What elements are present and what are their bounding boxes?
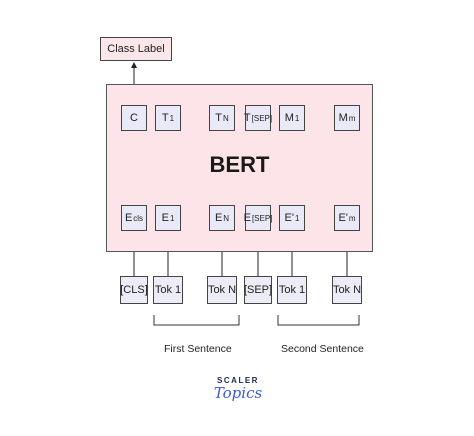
output-token-box-main: M [338,112,348,124]
class-label-box: Class Label [100,37,172,61]
output-token-box: T[SEP] [243,105,273,131]
embedding-box-subscript: N [223,213,230,223]
input-token-label: Tok 1 [154,284,182,296]
input-token-box: Tok 1 [277,276,307,304]
output-token-box-main: C [130,112,138,124]
input-token-box: Tok N [207,276,237,304]
output-token-box-subscript: N [222,113,229,123]
embedding-box-main: E [243,212,251,224]
output-token-box-subscript: m [348,113,356,123]
embedding-box-main: E [214,212,223,224]
input-token-box: Tok 1 [153,276,183,304]
input-token-label: [SEP] [243,284,273,296]
embedding-box-subscript: 1 [294,213,300,223]
first-sentence-label: First Sentence [164,343,232,355]
embedding-box-subscript: 1 [169,213,175,223]
input-token-label: [CLS] [120,284,148,296]
input-token-label: Tok N [332,284,362,296]
embedding-box-main: E [124,212,133,224]
input-token-box: [SEP] [244,276,272,304]
embedding-box: E'm [334,205,360,231]
output-token-box-main: T [243,112,251,124]
embedding-box: E[SEP] [243,205,273,231]
input-token-label: Tok 1 [278,284,306,296]
embedding-box-main: E' [284,212,294,224]
embedding-box-subscript: cls [133,213,144,223]
output-token-box: C [121,105,147,131]
bert-block [106,84,373,252]
output-token-box-subscript: [SEP] [251,113,273,123]
input-token-label: Tok N [207,284,237,296]
bert-title: BERT [209,152,270,177]
first-sentence-bracket [153,315,240,326]
embedding-box-subscript: m [348,213,356,223]
output-token-box-main: T [215,112,222,124]
input-token-box: [CLS] [120,276,148,304]
input-token-box: Tok N [332,276,362,304]
class-label-text: Class Label [107,43,165,55]
second-sentence-label: Second Sentence [281,343,364,355]
output-token-box-subscript: 1 [294,113,300,123]
embedding-box-main: E' [338,212,348,224]
logo-scaler: SCALER [217,376,259,385]
second-sentence-bracket [277,315,360,326]
embedding-box-main: E [161,212,169,224]
embedding-box: E'1 [279,205,305,231]
output-token-box-subscript: 1 [169,113,175,123]
embedding-box-subscript: [SEP] [251,213,273,223]
logo-topics: Topics [213,384,263,402]
output-token-box-main: T [161,112,169,124]
output-token-box-main: M [284,112,294,124]
